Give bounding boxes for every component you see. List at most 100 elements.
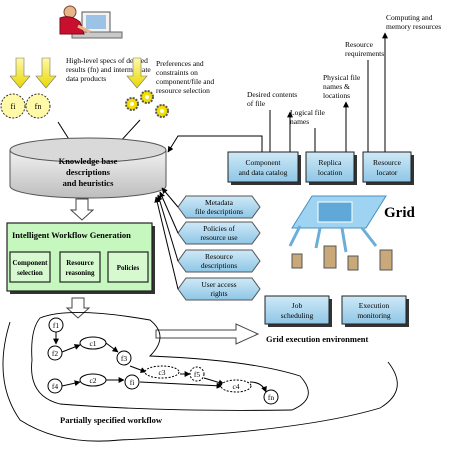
workflow-edge	[61, 380, 81, 387]
label-line: Resource	[345, 40, 374, 49]
file-starburst-fn: fn	[25, 93, 51, 119]
workflow-step-c4: c4	[220, 379, 252, 393]
service-line: Resource	[373, 158, 402, 167]
prefs-line: constraints on	[156, 68, 198, 77]
info-source-hexagon: Policies of resource use	[177, 221, 261, 245]
workflow-edge	[139, 381, 223, 389]
node-label: fn	[268, 393, 274, 402]
info-source-hexagon: Resource descriptions	[177, 249, 261, 273]
file-label-fi: fi	[11, 102, 17, 111]
workflow-node-fi: fi	[124, 374, 140, 390]
knowledge-base-cylinder: Knowledge base descriptions and heuristi…	[9, 137, 167, 199]
info-line: User access	[201, 280, 236, 289]
label-line: memory resources	[386, 22, 441, 31]
arrow	[154, 196, 179, 290]
info-line: Metadata	[205, 198, 234, 207]
workflow-node-f4: f4	[47, 378, 63, 394]
label-line: names	[290, 117, 309, 126]
module-line: reasoning	[65, 269, 95, 277]
info-source-hexagon: User access rights	[177, 277, 261, 301]
prefs-line: Preferences and	[156, 59, 204, 68]
gear-icon	[125, 97, 139, 111]
grid-service-line: Execution	[359, 301, 390, 310]
step-label: c3	[158, 368, 165, 377]
hollow-down-arrow-icon	[65, 297, 91, 319]
service-line: Component	[246, 158, 282, 167]
workflow-outline	[31, 312, 309, 411]
workflow-caption: Partially specified workflow	[60, 415, 163, 425]
kb-line: descriptions	[66, 167, 111, 177]
label-line: Physical file	[323, 73, 361, 82]
yellow-down-arrow-icon	[9, 57, 31, 89]
catalog-label-logical: Logical file names	[290, 108, 325, 126]
workflow-outline	[2, 321, 398, 442]
arrow	[167, 135, 263, 153]
grid-service-execution-monitoring: Execution monitoring	[341, 295, 409, 327]
workflow-step-c1: c1	[79, 336, 107, 350]
node-label: f5	[194, 370, 200, 379]
workflow-step-c3: c3	[144, 365, 180, 379]
grid-env-label: Grid execution environment	[266, 334, 368, 344]
service-line: Replica	[319, 158, 343, 167]
arrow	[159, 191, 179, 234]
specs-line: data products	[66, 74, 106, 83]
service-replica-location: Replica location	[305, 151, 357, 185]
catalog-label-resreq: Resource requirements	[345, 40, 384, 58]
node-label: fi	[130, 378, 135, 387]
gear-icon	[140, 90, 154, 104]
label-line: Logical file	[290, 108, 325, 117]
kb-line: and heuristics	[63, 178, 114, 188]
module-line: Component	[12, 259, 48, 267]
info-line: Policies of	[203, 224, 235, 233]
specs-line: results (fn) and intermediate	[66, 65, 151, 74]
catalog-label-computing: Computing and memory resources	[386, 13, 441, 31]
grid-service-line: scheduling	[281, 311, 314, 320]
workflow-node-f1: f1	[48, 317, 64, 333]
preferences-note: Preferences and constraints on component…	[156, 59, 214, 95]
hollow-right-arrow-icon	[155, 323, 260, 345]
catalog-label-physical: Physical file names & locations	[323, 73, 361, 100]
grid-service-job-scheduling: Job scheduling	[264, 295, 332, 327]
service-line: locator	[377, 168, 398, 177]
node-label: f1	[53, 321, 59, 330]
grid-label: Grid	[384, 205, 415, 221]
workflow-node-f5: f5	[189, 366, 205, 382]
user-at-computer-icon	[59, 5, 123, 39]
node-label: f3	[121, 354, 127, 363]
yellow-down-arrow-icon	[35, 57, 57, 89]
info-line: file descriptions	[195, 207, 243, 216]
label-line: Desired contents	[247, 90, 297, 99]
service-line: location	[318, 168, 342, 177]
yellow-down-arrow-icon	[126, 57, 148, 89]
service-component-catalog: Component and data catalog	[227, 151, 301, 185]
workflow-node-f3: f3	[116, 350, 132, 366]
workflow-edge	[61, 344, 81, 353]
info-line: rights	[210, 289, 227, 298]
workflow-step-c2: c2	[79, 373, 107, 387]
label-line: of file	[247, 99, 266, 108]
prefs-line: component/file and	[156, 77, 214, 86]
prefs-line: resource selection	[156, 86, 210, 95]
node-label: f2	[52, 349, 58, 358]
label-line: locations	[323, 91, 350, 100]
label-line: requirements	[345, 49, 384, 58]
gear-icon	[155, 104, 169, 118]
info-line: Resource	[205, 252, 234, 261]
node-label: f4	[52, 382, 58, 391]
iwg-box: Intelligent Workflow Generation Componen…	[6, 222, 155, 294]
arrow	[156, 194, 179, 262]
module-line: Resource	[66, 259, 93, 267]
service-line: and data catalog	[239, 168, 288, 177]
grid-service-line: monitoring	[357, 311, 391, 320]
iwg-title: Intelligent Workflow Generation	[12, 230, 131, 240]
specs-line: High-level specs of desired	[66, 56, 148, 65]
grid-service-line: Job	[292, 301, 303, 310]
info-source-hexagon: Metadata file descriptions	[177, 195, 261, 219]
label-line: Computing and	[386, 13, 433, 22]
grid-network-icon	[288, 195, 393, 271]
step-label: c2	[89, 376, 96, 385]
arrow	[161, 187, 179, 208]
workflow-edge	[203, 377, 225, 386]
workflow-edge	[129, 365, 147, 373]
